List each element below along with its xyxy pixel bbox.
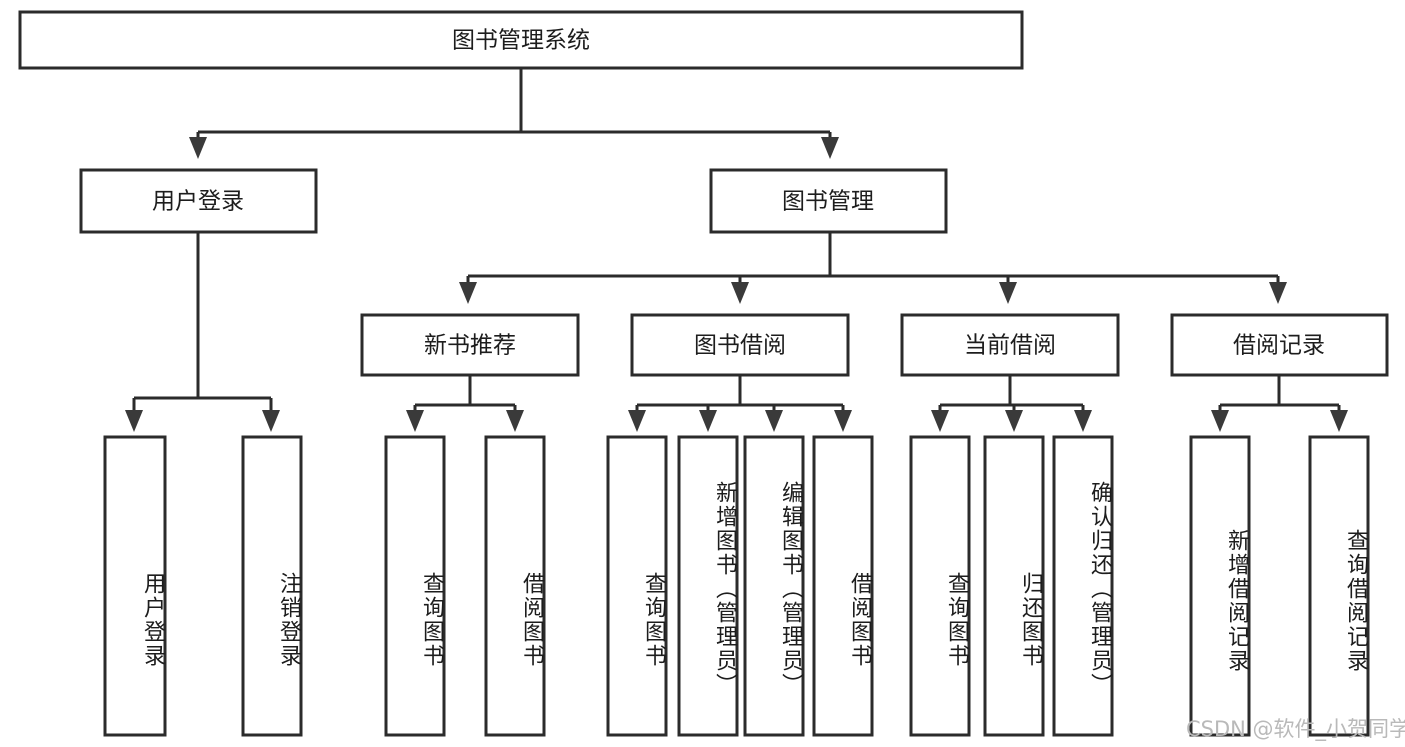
- node-leaf-logout-rect[interactable]: [241, 435, 303, 737]
- arrow-br-to-leaf1-icon: [1211, 410, 1229, 432]
- connector-group-user-login: [125, 232, 280, 432]
- arrow-bm-to-current-borrow-icon: [999, 282, 1017, 304]
- node-borrow-record-label: 借阅记录: [1233, 333, 1325, 359]
- connector-group-new-book: [406, 375, 524, 432]
- node-leaf-query-borrow-record-rect[interactable]: [1308, 435, 1370, 737]
- connector-group-current-borrow: [931, 375, 1092, 432]
- node-book-borrow-rect[interactable]: [630, 313, 850, 377]
- arrow-bb-to-leaf3-icon: [765, 410, 783, 432]
- node-leaf-query-book-borrow-rect[interactable]: [606, 435, 668, 737]
- arrow-bm-to-book-borrow-icon: [731, 282, 749, 304]
- arrow-root-to-user-login-icon: [189, 137, 207, 159]
- arrow-ul-to-leaf2-icon: [262, 410, 280, 432]
- node-current-borrow[interactable]: 当前借阅: [900, 313, 1120, 377]
- node-leaf-query-book-cur-rect[interactable]: [909, 435, 971, 737]
- arrow-bb-to-leaf4-icon: [834, 410, 852, 432]
- node-new-book-recommend-rect[interactable]: [360, 313, 580, 377]
- node-new-book-recommend-label: 新书推荐: [424, 333, 516, 359]
- arrow-cb-to-leaf3-icon: [1074, 410, 1092, 432]
- arrow-ul-to-leaf1-icon: [125, 410, 143, 432]
- node-borrow-record-rect[interactable]: [1170, 313, 1389, 377]
- node-new-book-recommend[interactable]: 新书推荐: [360, 313, 580, 377]
- arrow-cb-to-leaf1-icon: [931, 410, 949, 432]
- node-leaf-borrow-book-rect[interactable]: [812, 435, 874, 737]
- arrow-bm-to-borrow-record-icon: [1269, 282, 1287, 304]
- connector-group-root: [189, 68, 839, 159]
- node-book-manage-label: 图书管理: [782, 189, 874, 215]
- node-leaf-confirm-return-rect[interactable]: [1052, 435, 1114, 737]
- arrow-nb-to-leaf2-icon: [506, 410, 524, 432]
- node-leaf-borrow-book-rec-rect[interactable]: [484, 435, 546, 737]
- node-borrow-record[interactable]: 借阅记录: [1170, 313, 1389, 377]
- node-root-label: 图书管理系统: [452, 28, 590, 54]
- csdn-watermark: CSDN @软件_小贺同学: [1186, 717, 1405, 741]
- node-leaf-add-borrow-record-rect[interactable]: [1189, 435, 1251, 737]
- node-user-login-label: 用户登录: [152, 189, 244, 215]
- node-leaf-user-login-rect[interactable]: [103, 435, 167, 737]
- node-book-borrow[interactable]: 图书借阅: [630, 313, 850, 377]
- node-user-login[interactable]: 用户登录: [79, 168, 318, 234]
- node-user-login-rect[interactable]: [79, 168, 318, 234]
- arrow-bb-to-leaf2-icon: [699, 410, 717, 432]
- arrow-root-to-book-manage-icon: [821, 137, 839, 159]
- node-root-rect[interactable]: [18, 10, 1024, 70]
- node-book-borrow-label: 图书借阅: [694, 333, 786, 359]
- node-root[interactable]: 图书管理系统: [18, 10, 1024, 70]
- connector-group-borrow-record: [1211, 375, 1348, 432]
- connector-group-book-borrow: [628, 375, 852, 432]
- leaf-rect-group: [103, 435, 1370, 737]
- node-leaf-return-book-rect[interactable]: [983, 435, 1045, 737]
- arrow-bb-to-leaf1-icon: [628, 410, 646, 432]
- node-current-borrow-label: 当前借阅: [964, 333, 1056, 359]
- node-leaf-add-book-rect[interactable]: [677, 435, 739, 737]
- node-current-borrow-rect[interactable]: [900, 313, 1120, 377]
- arrow-cb-to-leaf2-icon: [1005, 410, 1023, 432]
- arrow-bm-to-new-book-icon: [459, 282, 477, 304]
- node-book-manage[interactable]: 图书管理: [709, 168, 948, 234]
- node-leaf-edit-book-rect[interactable]: [743, 435, 805, 737]
- node-leaf-query-book-rec-rect[interactable]: [384, 435, 446, 737]
- arrow-br-to-leaf2-icon: [1330, 410, 1348, 432]
- arrow-nb-to-leaf1-icon: [406, 410, 424, 432]
- node-book-manage-rect[interactable]: [709, 168, 948, 234]
- connector-group-book-manage: [459, 232, 1287, 304]
